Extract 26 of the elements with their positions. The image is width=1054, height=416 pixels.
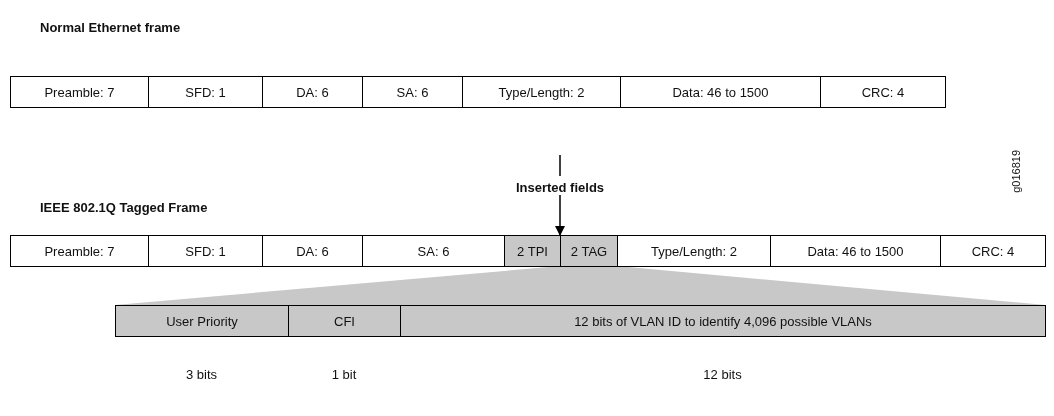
frame-field: 2 TPI <box>504 235 561 267</box>
figure-id: g016819 <box>1010 150 1022 193</box>
bit-width-label: 12 bits <box>702 367 743 382</box>
bit-width-label: 3 bits <box>184 367 219 382</box>
frame-field: SA: 6 <box>362 76 463 108</box>
field-cell: CFI <box>288 305 401 337</box>
frame-field: Data: 46 to 1500 <box>770 235 941 267</box>
frame-field: Data: 46 to 1500 <box>620 76 821 108</box>
field-cell: 12 bits of VLAN ID to identify 4,096 possible VLANs <box>400 305 1046 337</box>
bit-width-label: 1 bit <box>330 367 358 382</box>
frame-heading: IEEE 802.1Q Tagged Frame <box>40 200 208 215</box>
frame-field: CRC: 4 <box>820 76 946 108</box>
field-cell: User Priority <box>115 305 289 337</box>
frame-field: CRC: 4 <box>940 235 1046 267</box>
frame-field: DA: 6 <box>262 76 363 108</box>
frame-field: 2 TAG <box>560 235 618 267</box>
arrow <box>555 154 565 236</box>
frame-field: Type/Length: 2 <box>617 235 771 267</box>
frame-heading: Normal Ethernet frame <box>40 20 181 35</box>
frame-field: Preamble: 7 <box>10 76 149 108</box>
frame-field: DA: 6 <box>262 235 363 267</box>
frame-field: SA: 6 <box>362 235 505 267</box>
frame-field: SFD: 1 <box>148 235 263 267</box>
frame-field: SFD: 1 <box>148 76 263 108</box>
frame-field: Type/Length: 2 <box>462 76 621 108</box>
frame-field: Preamble: 7 <box>10 235 149 267</box>
